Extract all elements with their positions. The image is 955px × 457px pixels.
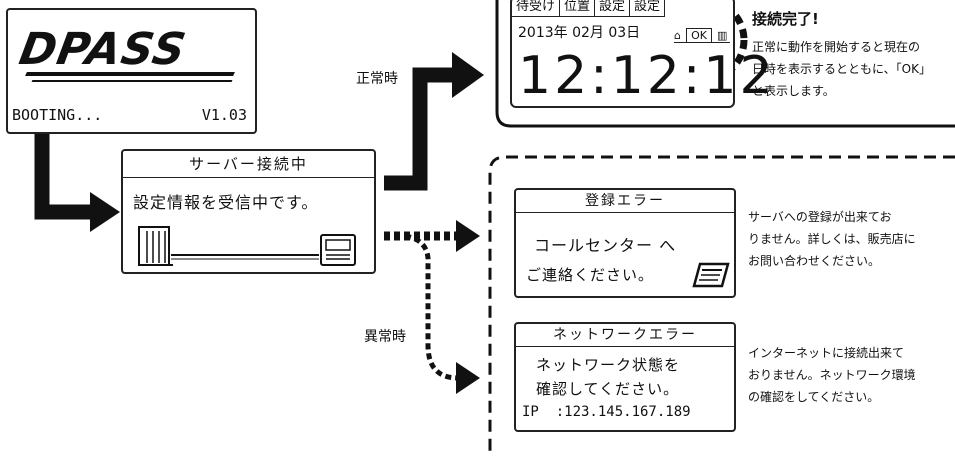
success-description-line: 正常に動作を開始すると現在の: [752, 40, 921, 54]
network-error-ip: IP :123.145.167.189: [522, 404, 691, 420]
network-error-screen: ネットワークエラー ネットワーク状態を 確認してください。 IP :123.14…: [514, 322, 736, 432]
network-error-description-line: おりません。ネットワーク環境: [748, 368, 916, 382]
boot-version: V1.03: [201, 106, 247, 124]
server-connecting-screen: サーバー接続中 設定情報を受信中です。: [121, 149, 376, 274]
server-screen-message: 設定情報を受信中です。: [133, 193, 319, 212]
date-display: 2013年 02月 03日: [518, 25, 641, 41]
battery-icon: ▥: [717, 29, 728, 42]
registration-error-description-line: お問い合わせください。: [748, 254, 881, 268]
normal-label: 正常時: [356, 71, 398, 87]
server-to-network-error-arrow: [404, 233, 459, 381]
registration-error-screen: 登録エラー コールセンター へ ご連絡ください。: [514, 188, 736, 298]
registration-error-title: 登録エラー: [516, 190, 734, 213]
success-heading: 接続完了!: [752, 10, 819, 28]
dpass-logo: DPASS: [15, 24, 191, 75]
tab-position: 位置: [560, 0, 596, 17]
network-error-arrowhead: [456, 362, 480, 394]
registration-error-description: サーバへの登録が出来てお りません。詳しくは、販売店に お問い合わせください。: [748, 206, 916, 272]
device-icon: [320, 234, 356, 266]
registration-error-description-line: サーバへの登録が出来てお: [748, 210, 892, 224]
success-description: 正常に動作を開始すると現在の 日時を表示するとともに、「OK」 と表示します。: [752, 36, 931, 102]
boot-screen: DPASS BOOTING... V1.03: [6, 8, 257, 134]
boot-status: BOOTING...: [12, 106, 103, 124]
network-error-description-line: の確認をしてください。: [748, 390, 880, 404]
server-screen-title: サーバー接続中: [123, 151, 374, 178]
success-description-line: と表示します。: [752, 84, 835, 98]
network-error-line1: ネットワーク状態を: [536, 356, 681, 374]
server-to-success-arrow: [384, 67, 455, 191]
success-clock-screen: 待受け位置設定設定 2013年 02月 03日 ⌂ OK ▥ 12:12:12: [510, 0, 773, 108]
ok-indicator: ⌂ OK ▥: [674, 24, 730, 43]
registration-error-arrowhead: [456, 220, 480, 252]
screen-tabs: 待受け位置設定設定: [512, 0, 666, 17]
success-panel-border: [495, 0, 955, 128]
success-description-line: 日時を表示するとともに、「OK」: [752, 62, 931, 76]
clock-time: 12:12:12: [518, 46, 776, 106]
registration-error-line2: ご連絡ください。: [526, 266, 655, 284]
network-error-description: インターネットに接続出来て おりません。ネットワーク環境 の確認をしてください。: [748, 342, 916, 408]
tab-settings-2: 設定: [630, 0, 666, 17]
logo-underline: [25, 72, 235, 76]
tab-settings: 設定: [595, 0, 631, 17]
network-error-title: ネットワークエラー: [516, 324, 734, 347]
abnormal-label: 異常時: [364, 329, 406, 345]
server-connection-illustration: [138, 226, 356, 266]
server-to-success-arrowhead: [452, 52, 484, 98]
network-error-description-line: インターネットに接続出来て: [748, 346, 905, 360]
ok-text: OK: [686, 28, 712, 42]
tab-standby: 待受け: [512, 0, 561, 17]
server-building-icon: [138, 226, 173, 266]
boot-to-server-arrow: [34, 133, 92, 220]
registration-error-description-line: りません。詳しくは、販売店に: [748, 232, 916, 246]
phone-icon: [692, 262, 730, 288]
logo-underline-2: [31, 80, 233, 82]
network-error-line2: 確認してください。: [536, 380, 680, 398]
boot-to-server-arrowhead: [90, 192, 120, 232]
home-icon: ⌂: [674, 29, 681, 42]
error-group-border: [488, 155, 955, 457]
registration-error-line1: コールセンター へ: [534, 236, 677, 255]
